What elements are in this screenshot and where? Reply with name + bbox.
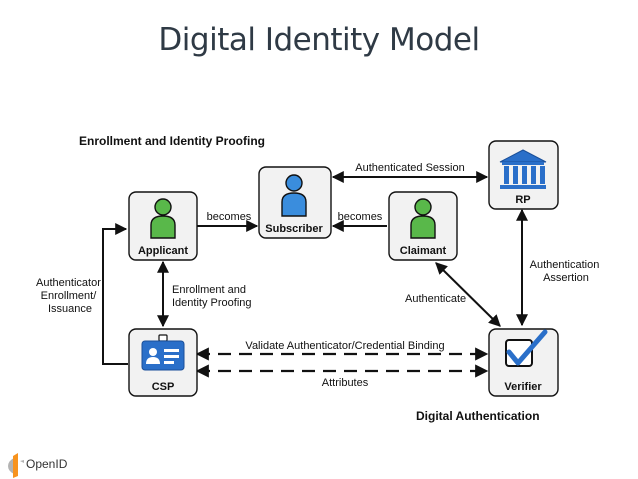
attributes-label: Attributes bbox=[322, 377, 369, 389]
applicant-label: Applicant bbox=[138, 245, 188, 257]
authenticator-enrollment-label: Authenticator Enrollment/ Issuance bbox=[36, 277, 104, 315]
enrollment-section-label: Enrollment and Identity Proofing bbox=[79, 134, 265, 148]
claimant-node: Claimant bbox=[388, 191, 458, 261]
openid-logo-text: OpenID bbox=[26, 457, 68, 471]
page-title: Digital Identity Model bbox=[158, 22, 480, 58]
subscriber-node: Subscriber bbox=[258, 166, 332, 239]
authenticate-label: Authenticate bbox=[405, 293, 466, 305]
person-icon bbox=[410, 198, 436, 239]
rp-node: RP bbox=[488, 140, 559, 210]
rp-label: RP bbox=[515, 194, 530, 206]
applicant-node: Applicant bbox=[128, 191, 198, 261]
person-icon bbox=[150, 198, 176, 239]
authentication-assertion-label: Authentication Assertion bbox=[530, 259, 603, 284]
becomes-label-2: becomes bbox=[338, 211, 383, 223]
subscriber-label: Subscriber bbox=[265, 223, 323, 235]
verifier-node: Verifier bbox=[488, 328, 559, 397]
csp-node: CSP bbox=[128, 328, 198, 397]
verifier-label: Verifier bbox=[504, 381, 542, 393]
id-card-icon bbox=[141, 334, 185, 371]
authenticator-enrollment-edge bbox=[102, 223, 128, 365]
person-icon bbox=[281, 174, 307, 217]
csp-label: CSP bbox=[152, 381, 175, 393]
authenticated-session-label: Authenticated Session bbox=[355, 162, 464, 174]
checkbox-check-icon bbox=[505, 329, 548, 367]
becomes-label-1: becomes bbox=[207, 211, 252, 223]
authentication-section-label: Digital Authentication bbox=[416, 409, 540, 423]
enrollment-proofing-label: Enrollment and Identity Proofing bbox=[172, 284, 252, 309]
openid-logo-icon bbox=[8, 453, 24, 478]
bank-icon bbox=[499, 149, 547, 189]
authenticate-edge bbox=[435, 262, 501, 327]
validate-binding-label: Validate Authenticator/Credential Bindin… bbox=[245, 340, 444, 352]
claimant-label: Claimant bbox=[400, 245, 447, 257]
